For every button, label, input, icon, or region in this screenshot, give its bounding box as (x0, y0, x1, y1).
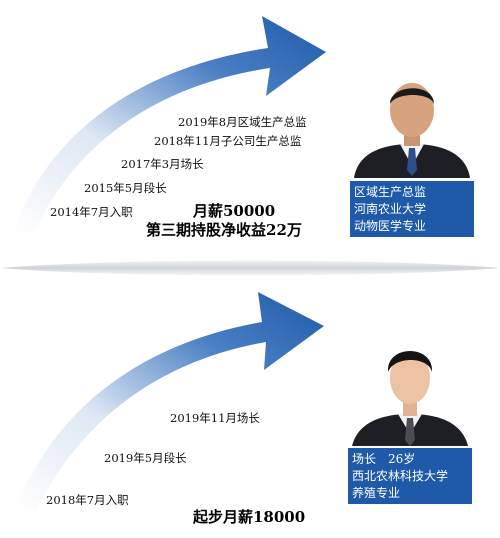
milestone-2017: 2017年3月场长 (121, 157, 204, 171)
growth-arrow-icon (14, 16, 326, 234)
growth-arrow-icon (16, 292, 324, 512)
profile-title: 区域生产总监 (354, 185, 427, 199)
milestone-2018: 2018年11月子公司生产总监 (154, 134, 302, 148)
milestone-2019: 2019年8月区域生产总监 (178, 115, 307, 129)
milestone-2014: 2014年7月入职 (50, 205, 133, 219)
milestone-2019-may: 2019年5月段长 (104, 451, 187, 465)
profile-title-age: 场长 26岁 (352, 452, 416, 466)
profile-card-bottom: 场长 26岁 西北农林科技大学 养殖专业 (348, 448, 472, 504)
career-panel-top: 2014年7月入职 2015年5月段长 2017年3月场长 2018年11月子公… (14, 16, 474, 239)
profile-school: 河南农业大学 (354, 202, 427, 216)
salary-highlight: 月薪50000 (193, 202, 276, 220)
person-photo-icon (348, 336, 472, 446)
profile-major: 养殖专业 (352, 486, 401, 500)
profile-school: 西北农林科技大学 (352, 469, 449, 483)
profile-card-top: 区域生产总监 河南农业大学 动物医学专业 (350, 181, 474, 237)
milestone-2019-nov: 2019年11月场长 (170, 411, 260, 425)
profile-major: 动物医学专业 (354, 219, 427, 233)
section-divider (0, 260, 500, 276)
milestone-2015: 2015年5月段长 (84, 181, 167, 195)
equity-highlight: 第三期持股净收益22万 (146, 221, 302, 239)
milestone-2018: 2018年7月入职 (46, 493, 129, 507)
person-photo-icon (350, 70, 474, 178)
career-panel-bottom: 2018年7月入职 2019年5月段长 2019年11月场长 起步月薪18000… (0, 282, 500, 538)
starting-salary-highlight: 起步月薪18000 (193, 508, 306, 526)
